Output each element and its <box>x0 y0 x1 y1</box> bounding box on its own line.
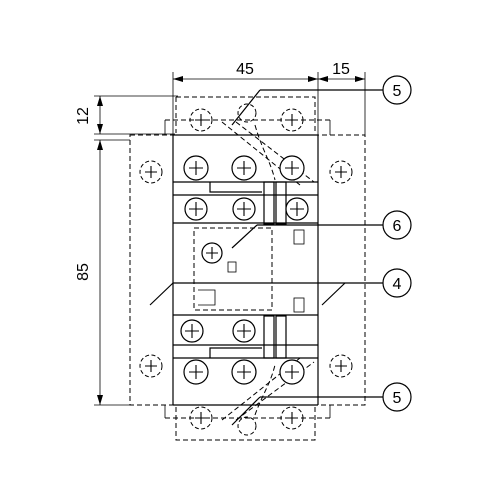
screw-terminal-top-2 <box>231 155 257 181</box>
screw-bottom-module-3 <box>237 416 257 436</box>
screw-bottom-module-1 <box>189 406 213 430</box>
screw-terminal-bottom-2 <box>231 359 257 385</box>
dashed-outlines <box>129 96 366 441</box>
screw-terminal-mid-1 <box>184 197 208 221</box>
screw-side-right-bottom <box>329 354 353 378</box>
dimension-height-top-label: 12 <box>75 107 92 125</box>
callout-6-label: 6 <box>393 218 402 235</box>
screw-bottom-module-2 <box>280 406 304 430</box>
dimension-width-side: 15 <box>318 61 366 135</box>
screw-side-left-bottom <box>139 354 163 378</box>
callout-5-bottom: 5 <box>231 382 412 426</box>
dimension-height-main: 85 <box>75 139 130 406</box>
dimension-width-side-label: 15 <box>332 61 350 78</box>
screw-side-left-top <box>139 160 163 184</box>
contactor-body <box>164 120 331 418</box>
screw-terminal-mid-2 <box>232 197 256 221</box>
screw-terminal-top-1 <box>183 155 209 181</box>
dimension-height-main-label: 85 <box>75 263 92 281</box>
dimension-height-top: 12 <box>75 95 178 135</box>
callout-4: 4 <box>173 268 412 298</box>
screw-terminal-bottom-1 <box>183 359 209 385</box>
callout-4-label: 4 <box>393 276 402 293</box>
screw-terminal-top-3 <box>279 155 305 181</box>
callout-5-top: 5 <box>231 75 412 126</box>
screw-terminal-low-2 <box>232 319 256 343</box>
dimension-width-main: 45 <box>172 61 319 140</box>
screw-terminal-mid-3 <box>285 197 309 221</box>
screw-top-module-3 <box>237 103 257 123</box>
dimension-width-main-label: 45 <box>236 61 254 78</box>
screw-side-right-top <box>329 160 353 184</box>
callout-5-top-label: 5 <box>393 83 402 100</box>
screw-aux-1 <box>201 242 223 264</box>
screw-terminal-low-1 <box>180 319 204 343</box>
callout-6: 6 <box>231 210 412 249</box>
screw-terminal-bottom-3 <box>279 359 305 385</box>
callout-5-bottom-label: 5 <box>393 390 402 407</box>
screw-top-module-1 <box>189 108 213 132</box>
screw-top-module-2 <box>280 108 304 132</box>
